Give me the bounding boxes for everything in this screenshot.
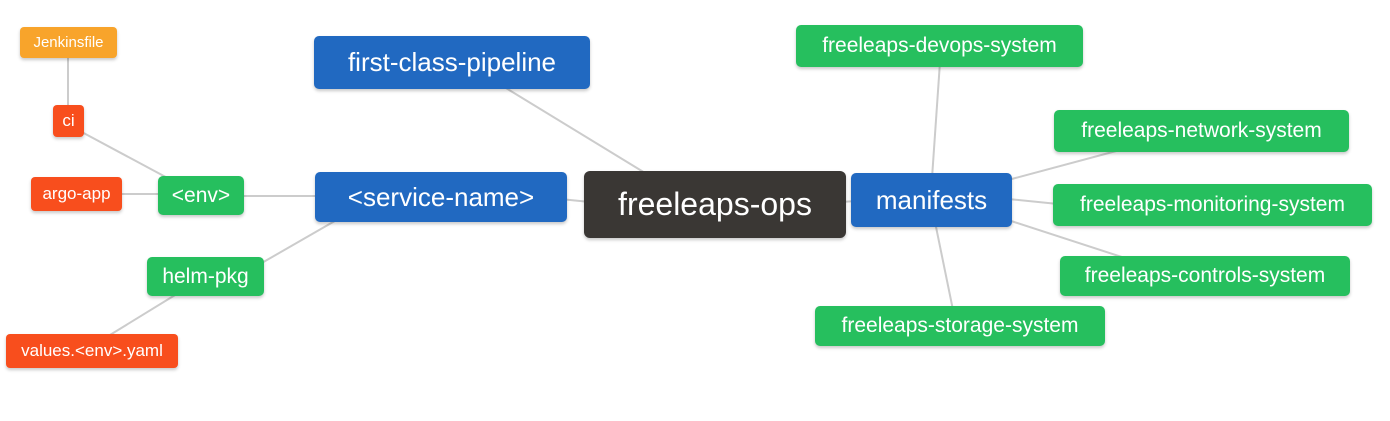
node-freeleaps-controls-system[interactable]: freeleaps-controls-system bbox=[1060, 256, 1350, 296]
node-freeleaps-network-system[interactable]: freeleaps-network-system bbox=[1054, 110, 1349, 152]
node-first-class-pipeline[interactable]: first-class-pipeline bbox=[314, 36, 590, 89]
node-freeleaps-devops-system[interactable]: freeleaps-devops-system bbox=[796, 25, 1083, 67]
node-argo-app[interactable]: argo-app bbox=[31, 177, 122, 211]
node-freeleaps-monitoring-system[interactable]: freeleaps-monitoring-system bbox=[1053, 184, 1372, 226]
edge-helm-pkg-values bbox=[104, 291, 181, 339]
node-manifests[interactable]: manifests bbox=[851, 173, 1012, 227]
edge-service-name-helm-pkg bbox=[259, 217, 341, 265]
edge-env-ci bbox=[77, 129, 176, 183]
node-values-env-yaml[interactable]: values.<env>.yaml bbox=[6, 334, 178, 368]
node-service-name[interactable]: <service-name> bbox=[315, 172, 567, 222]
edge-manifests-monitoring bbox=[1007, 198, 1059, 205]
edge-manifests-devops bbox=[931, 61, 941, 179]
edge-manifests-controls bbox=[1007, 219, 1129, 260]
node-ci[interactable]: ci bbox=[53, 105, 84, 137]
edge-manifests-storage bbox=[934, 221, 954, 311]
edge-manifests-network bbox=[1007, 149, 1121, 181]
node-helm-pkg[interactable]: helm-pkg bbox=[147, 257, 264, 296]
node-freeleaps-storage-system[interactable]: freeleaps-storage-system bbox=[815, 306, 1105, 346]
node-jenkinsfile[interactable]: Jenkinsfile bbox=[20, 27, 117, 58]
edge-root-first-class-pipeline bbox=[500, 84, 651, 177]
node-env[interactable]: <env> bbox=[158, 176, 244, 215]
node-freeleaps-ops-root[interactable]: freeleaps-ops bbox=[584, 171, 846, 238]
